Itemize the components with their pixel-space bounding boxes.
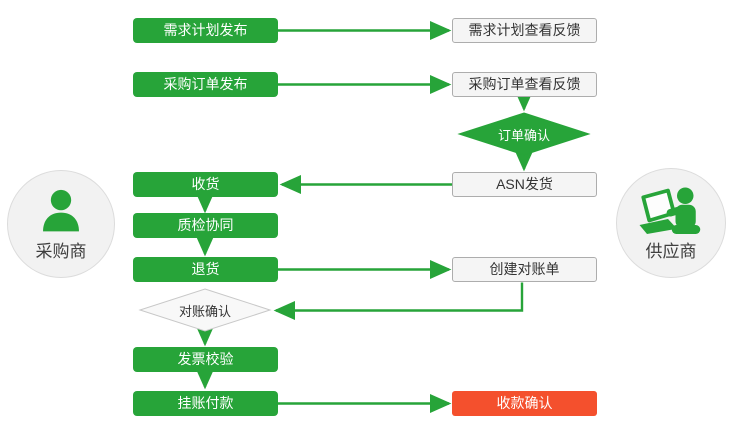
supplier-label: 供应商: [645, 241, 697, 261]
diamond-order-confirm-label: 订单确认: [497, 127, 550, 143]
buyer-person-icon: [43, 189, 79, 231]
supplier-circle: 供应商: [616, 168, 726, 278]
diamond-reconcile-confirm: 对账确认: [138, 288, 272, 332]
node-payment-on-account: 挂账付款: [133, 391, 278, 416]
node-demand-plan-feedback: 需求计划查看反馈: [452, 18, 597, 43]
supplier-laptop-person-icon: [639, 187, 701, 234]
node-po-publish: 采购订单发布: [133, 72, 278, 97]
diamond-shape: [457, 112, 591, 156]
node-invoice-check: 发票校验: [133, 347, 278, 372]
node-payment-receipt-confirm: 收款确认: [452, 391, 597, 416]
diamond-order-confirm: 订单确认: [457, 112, 591, 156]
node-return-goods: 退货: [133, 257, 278, 282]
node-create-statement: 创建对账单: [452, 257, 597, 282]
diamond-reconcile-confirm-label: 对账确认: [178, 303, 231, 319]
node-quality-collab: 质检协同: [133, 213, 278, 238]
buyer-circle: 采购商: [7, 170, 115, 278]
node-asn-ship: ASN发货: [452, 172, 597, 197]
diamond-shape: [138, 288, 272, 332]
node-demand-plan-publish: 需求计划发布: [133, 18, 278, 43]
arrow-statement-to-reconcile: [273, 282, 524, 321]
node-po-feedback: 采购订单查看反馈: [452, 72, 597, 97]
buyer-label: 采购商: [35, 241, 87, 261]
node-receive-goods: 收货: [133, 172, 278, 197]
